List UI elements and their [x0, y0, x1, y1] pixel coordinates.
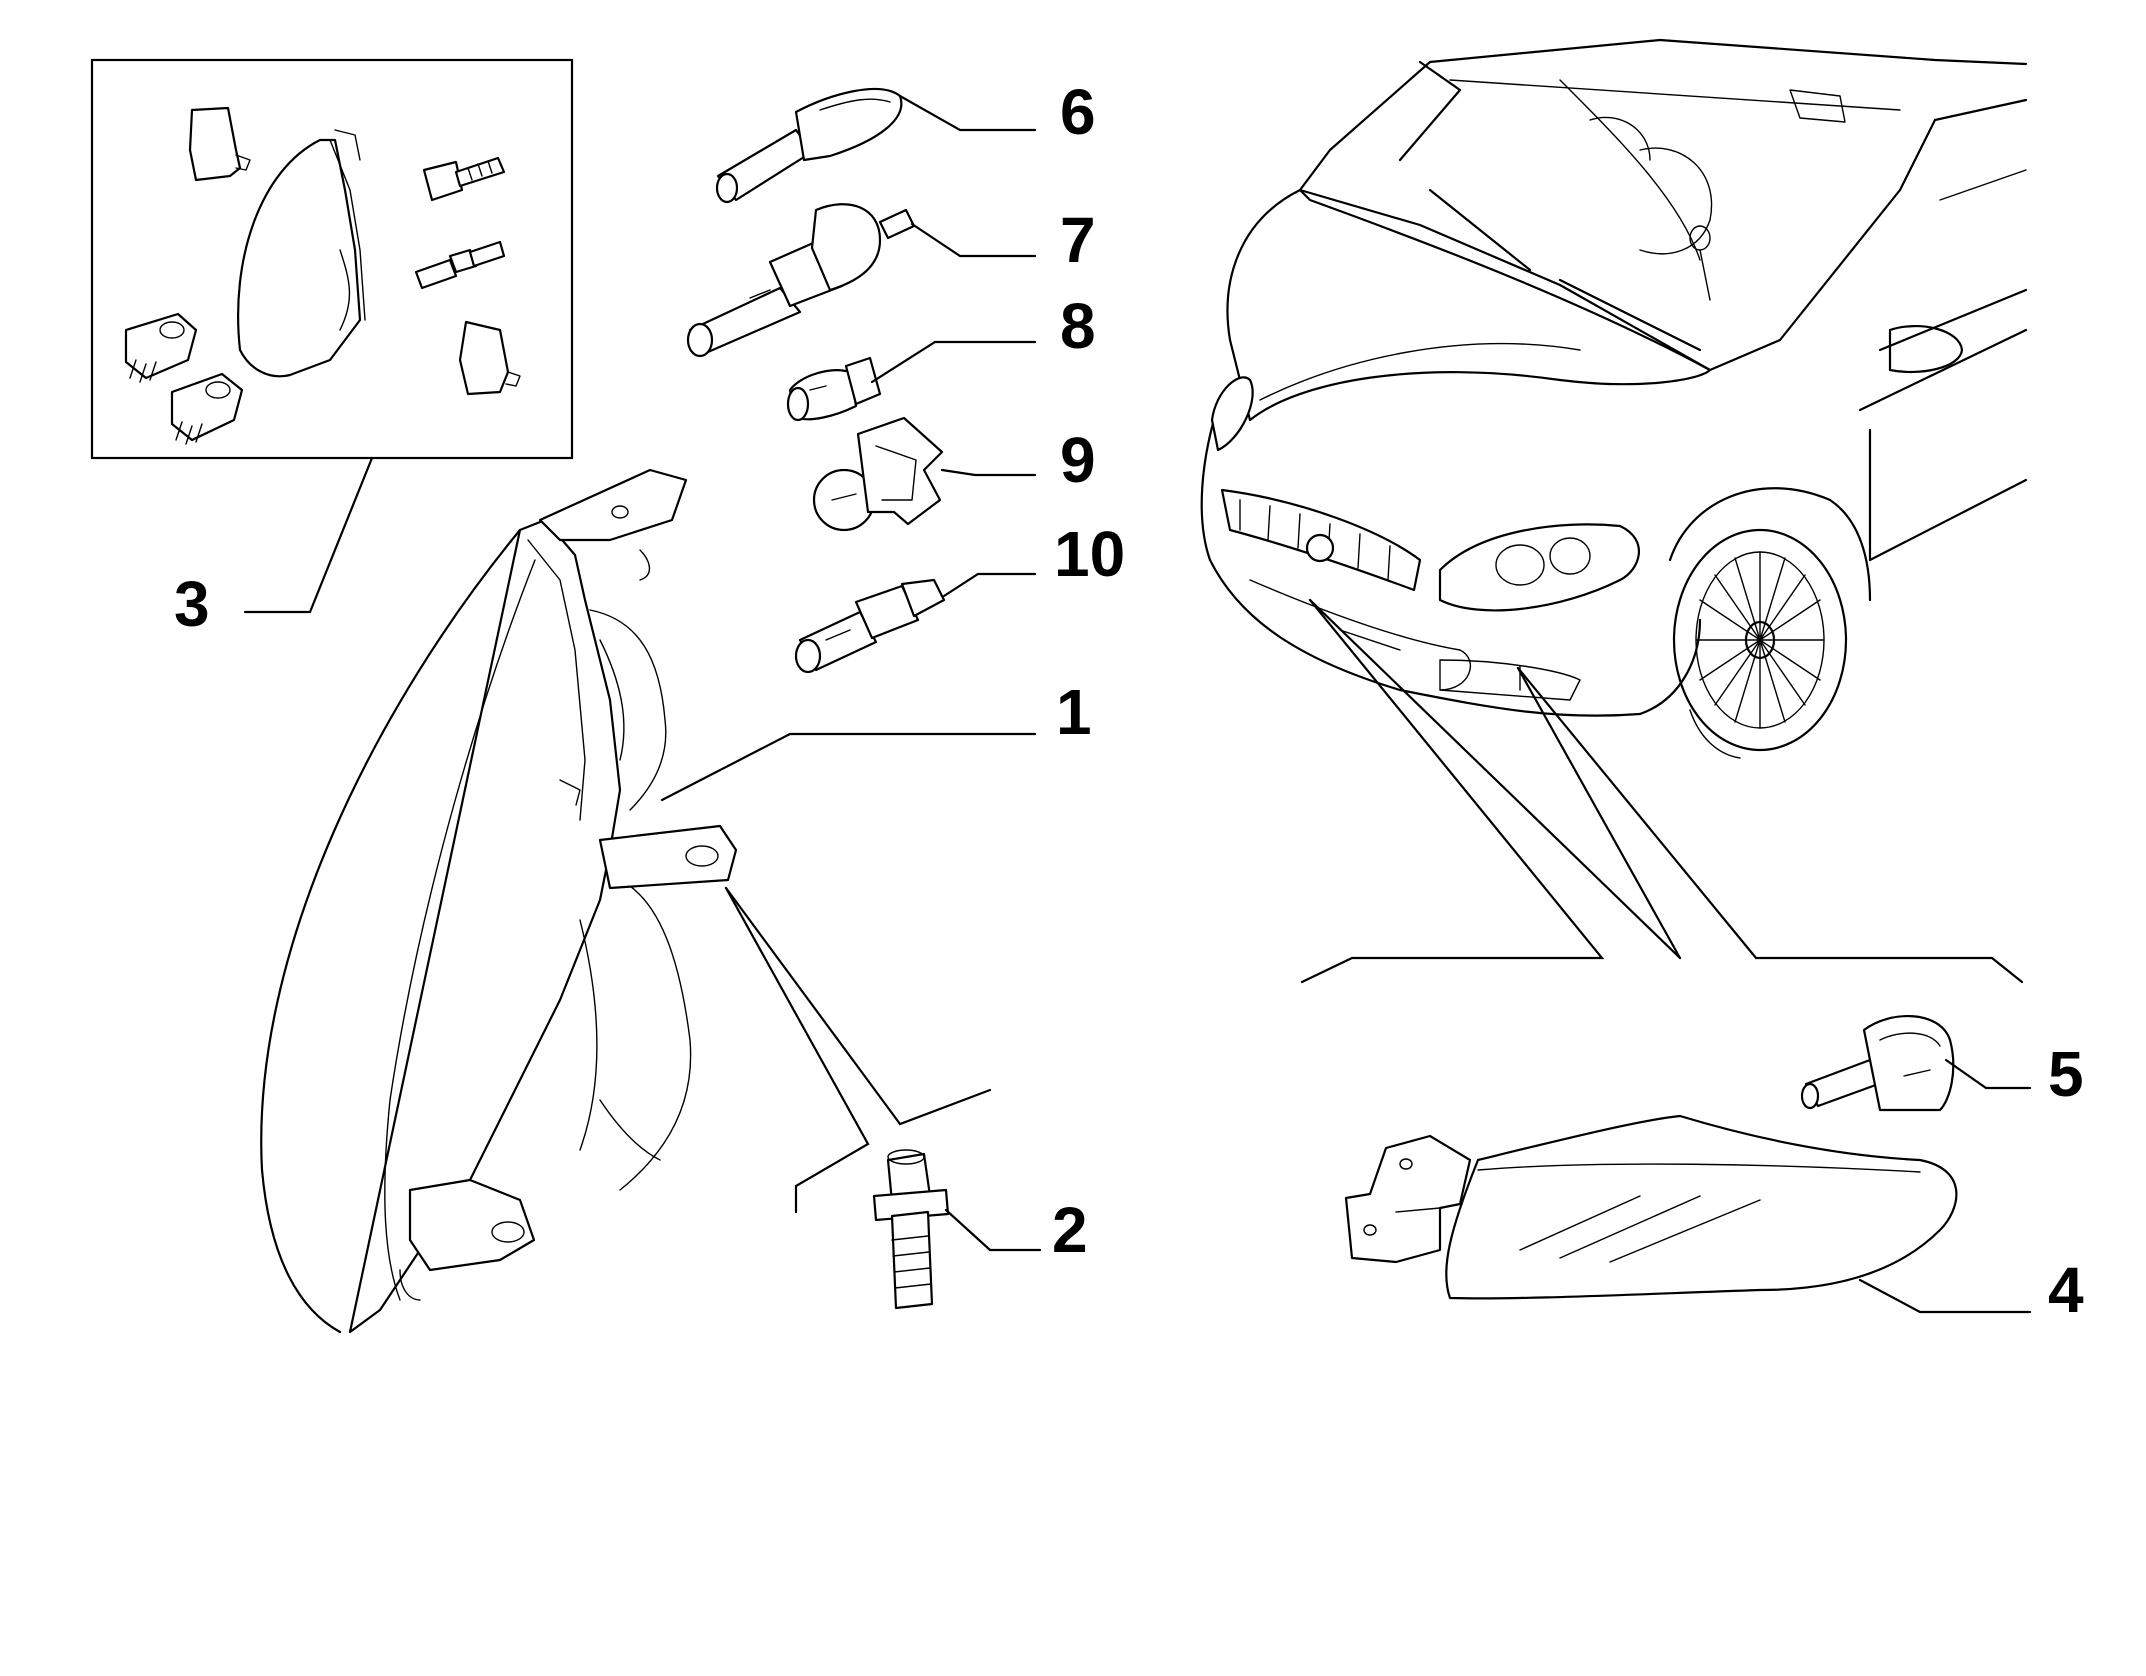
leader-7	[910, 222, 1037, 258]
leader-2	[944, 1208, 1042, 1252]
headlamp-assembly	[260, 468, 738, 1334]
leader-car-b	[1308, 598, 1682, 960]
callout-5: 5	[2048, 1038, 2084, 1110]
leader-car-c	[1516, 666, 1682, 960]
bolt	[872, 1149, 950, 1310]
leader-10	[942, 572, 1037, 598]
leader-5	[1944, 1058, 2032, 1090]
callout-2: 2	[1052, 1194, 1088, 1266]
leader-6	[898, 94, 1037, 132]
bulb-socket	[794, 578, 946, 674]
leader-bolt-b	[724, 886, 870, 1214]
callout-1: 1	[1056, 676, 1092, 748]
leader-4	[1858, 1278, 2032, 1314]
leader-9	[940, 468, 1037, 477]
leader-car-d	[1516, 666, 2024, 984]
fog-lamp-bulb	[1800, 1014, 1955, 1112]
fog-lamp	[1344, 1114, 1958, 1300]
callout-3: 3	[174, 568, 210, 640]
bulb-w5w	[786, 356, 882, 422]
leader-3	[243, 456, 374, 614]
bulb-py21w	[812, 416, 944, 532]
car-front-view	[1200, 38, 2028, 759]
callout-10: 10	[1054, 518, 1125, 590]
callout-7: 7	[1060, 204, 1096, 276]
callout-6: 6	[1060, 76, 1096, 148]
bulb-h1	[686, 203, 916, 358]
leader-8	[870, 340, 1037, 384]
leader-1	[660, 732, 1037, 802]
bulb-h7	[715, 87, 903, 204]
callout-4: 4	[2048, 1254, 2084, 1326]
fixing-kit-box	[90, 58, 574, 460]
callout-9: 9	[1060, 424, 1096, 496]
leader-bolt-a	[724, 886, 992, 1126]
callout-8: 8	[1060, 290, 1096, 362]
leader-car-a	[1300, 598, 1605, 984]
